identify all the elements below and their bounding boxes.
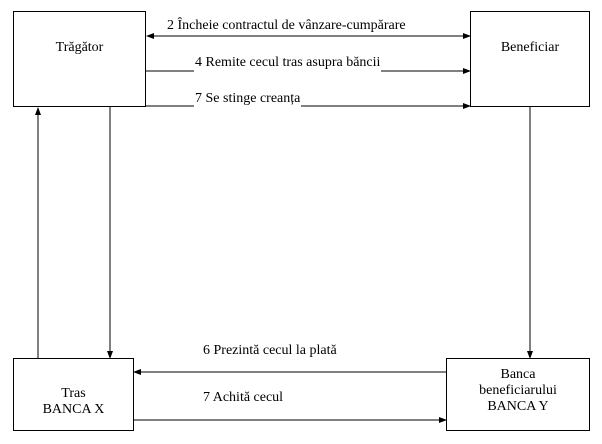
node-tragator <box>13 11 146 107</box>
node-tras <box>13 358 134 431</box>
node-beneficiar <box>470 11 590 107</box>
edge-7a-label: 7 Se stinge creanța <box>194 91 302 113</box>
edge-2-label: 2 Încheie contractul de vânzare-cumpărar… <box>166 18 407 34</box>
node-beneficiar-label: Beneficiar <box>500 40 560 55</box>
node-tras-label-line1: Tras <box>61 386 86 401</box>
node-banca-beneficiar-label-line1: Banca <box>500 367 536 382</box>
edge-6-label: 6 Prezintă cecul la plată <box>202 343 338 361</box>
edge-7b-label: 7 Achită cecul <box>202 390 285 408</box>
node-tragator-label: Trăgător <box>55 40 104 55</box>
node-banca-beneficiar <box>446 358 590 431</box>
node-banca-beneficiar-label-line2: beneficiarului <box>479 383 557 398</box>
node-tras-label-line2: BANCA X <box>42 402 105 417</box>
node-banca-beneficiar-label-line3: BANCA Y <box>487 399 549 414</box>
edge-4-label: 4 Remite cecul tras asupra băncii <box>194 55 382 77</box>
